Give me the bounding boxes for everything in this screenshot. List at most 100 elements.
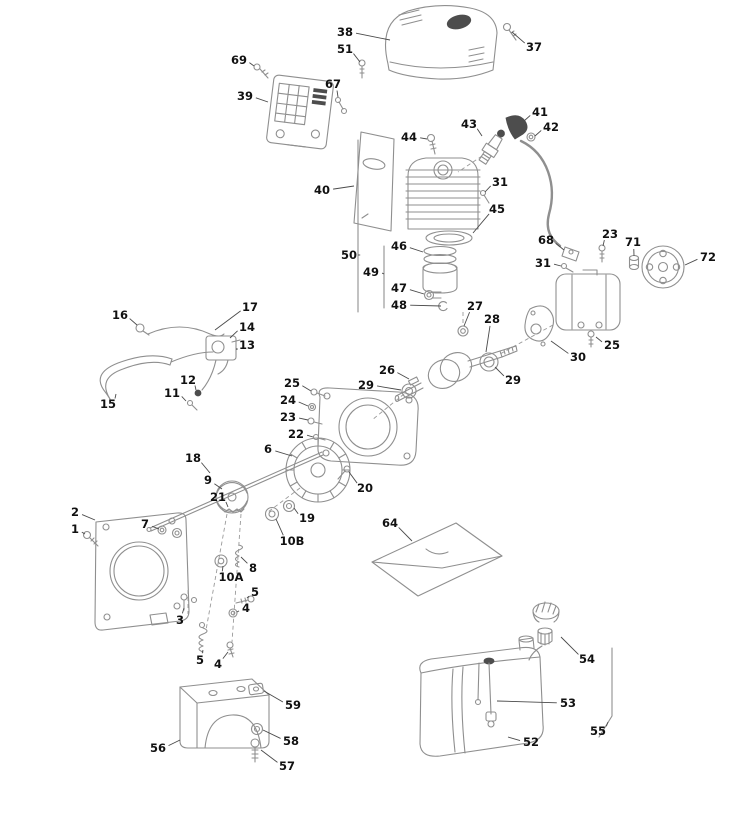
leader-line-45 <box>472 213 490 234</box>
leader-line-59 <box>263 690 284 703</box>
part-label-7: 7 <box>141 517 149 531</box>
part-label-46: 46 <box>391 239 407 253</box>
leader-line-54 <box>560 636 579 655</box>
part-label-19: 19 <box>299 511 315 525</box>
cylinder-gasket-45 <box>425 230 473 246</box>
washers-7 <box>157 525 183 539</box>
leader-line-52 <box>507 736 521 741</box>
leader-line-1 <box>81 531 86 535</box>
leader-line-16 <box>129 318 138 326</box>
part-label-22: 22 <box>288 427 304 441</box>
part-label-29: 29 <box>358 378 374 392</box>
washer-42 <box>526 132 536 142</box>
leader-line-55 <box>605 721 609 727</box>
part-label-13: 13 <box>239 338 255 352</box>
flywheel <box>264 437 351 522</box>
leader-line-30 <box>550 340 569 354</box>
leader-line-57 <box>260 749 278 763</box>
piston-assembly <box>357 139 458 313</box>
part-label-25: 25 <box>284 376 300 390</box>
muffler-group <box>499 244 640 355</box>
leader-line-17 <box>214 310 241 331</box>
leader-line-56 <box>168 739 181 747</box>
leader-line-5 <box>201 649 204 654</box>
parts-envelope-64 <box>371 522 503 597</box>
gasket-plate-40 <box>353 131 395 232</box>
part-label-10A: 10A <box>219 570 244 584</box>
part-label-64: 64 <box>382 516 398 530</box>
leader-line-20 <box>348 471 358 484</box>
leader-line-28 <box>485 325 491 353</box>
leader-line-18 <box>201 462 211 474</box>
part-label-31: 31 <box>492 175 508 189</box>
ignition-screws-67 <box>334 96 348 115</box>
elbow-fitting-41 <box>505 115 528 140</box>
part-label-47: 47 <box>391 281 407 295</box>
part-label-48: 48 <box>391 298 407 312</box>
fuel-tank <box>419 635 544 757</box>
leader-line-68 <box>555 243 565 251</box>
part-label-72: 72 <box>700 250 716 264</box>
part-label-14: 14 <box>239 320 255 334</box>
part-label-1: 1 <box>71 522 79 536</box>
part-label-3: 3 <box>176 613 184 627</box>
muffler-gasket-30 <box>524 305 555 347</box>
leader-line-43 <box>476 128 483 137</box>
leader-line-42 <box>534 130 542 137</box>
leader-line-49 <box>381 272 385 275</box>
part-label-38: 38 <box>337 25 353 39</box>
part-label-5: 5 <box>196 653 204 667</box>
fuel-cap-54 <box>528 601 560 661</box>
part-label-57: 57 <box>279 759 295 773</box>
tank-bracket-line-55 <box>598 647 613 738</box>
part-label-10B: 10B <box>280 534 305 548</box>
leader-line-26 <box>397 372 410 380</box>
part-label-23: 23 <box>280 410 296 424</box>
leader-line-2 <box>81 514 96 521</box>
screw-5-upper <box>235 595 255 604</box>
leader-line-53 <box>496 700 557 704</box>
leader-line-46 <box>409 247 424 253</box>
part-label-21: 21 <box>210 490 226 504</box>
leader-line-67 <box>336 90 339 98</box>
leader-line-69 <box>249 62 255 67</box>
leader-line-48 <box>410 304 442 307</box>
leader-line-5 <box>246 595 250 599</box>
part-label-29: 29 <box>505 373 521 387</box>
crankshaft <box>371 312 518 421</box>
part-label-50: 50 <box>341 248 357 262</box>
leader-line-12 <box>194 385 197 391</box>
fuel-hose-assembly <box>99 323 241 411</box>
leader-line-51 <box>353 53 361 63</box>
part-label-4: 4 <box>214 657 222 671</box>
case-screw-1 <box>82 530 99 547</box>
leader-line-21 <box>225 501 229 508</box>
leader-line-38 <box>355 32 391 41</box>
part-label-67: 67 <box>325 77 341 91</box>
washer-58 <box>250 722 264 736</box>
leader-line-41 <box>523 115 531 122</box>
part-label-4: 4 <box>242 601 250 615</box>
part-label-15: 15 <box>100 397 116 411</box>
leader-line-39 <box>255 97 269 103</box>
part-label-68: 68 <box>538 233 554 247</box>
part-label-8: 8 <box>249 561 257 575</box>
washer-4-upper <box>228 608 238 618</box>
part-label-5: 5 <box>251 585 259 599</box>
part-label-43: 43 <box>461 117 477 131</box>
part-label-55: 55 <box>590 724 606 738</box>
leader-line-19 <box>293 507 299 514</box>
part-label-12: 12 <box>180 373 196 387</box>
part-label-31: 31 <box>535 256 551 270</box>
spark-plug <box>478 129 505 165</box>
leader-line-8 <box>240 556 248 564</box>
part-label-53: 53 <box>560 696 576 710</box>
crankcase-half-right <box>307 387 419 466</box>
part-label-54: 54 <box>579 652 595 666</box>
leader-line-44 <box>420 137 428 140</box>
part-label-40: 40 <box>314 183 330 197</box>
part-label-16: 16 <box>112 308 128 322</box>
leader-line-15 <box>114 393 117 399</box>
leader-line-10A <box>221 565 224 572</box>
clutch-spring-5-lower <box>198 621 208 653</box>
